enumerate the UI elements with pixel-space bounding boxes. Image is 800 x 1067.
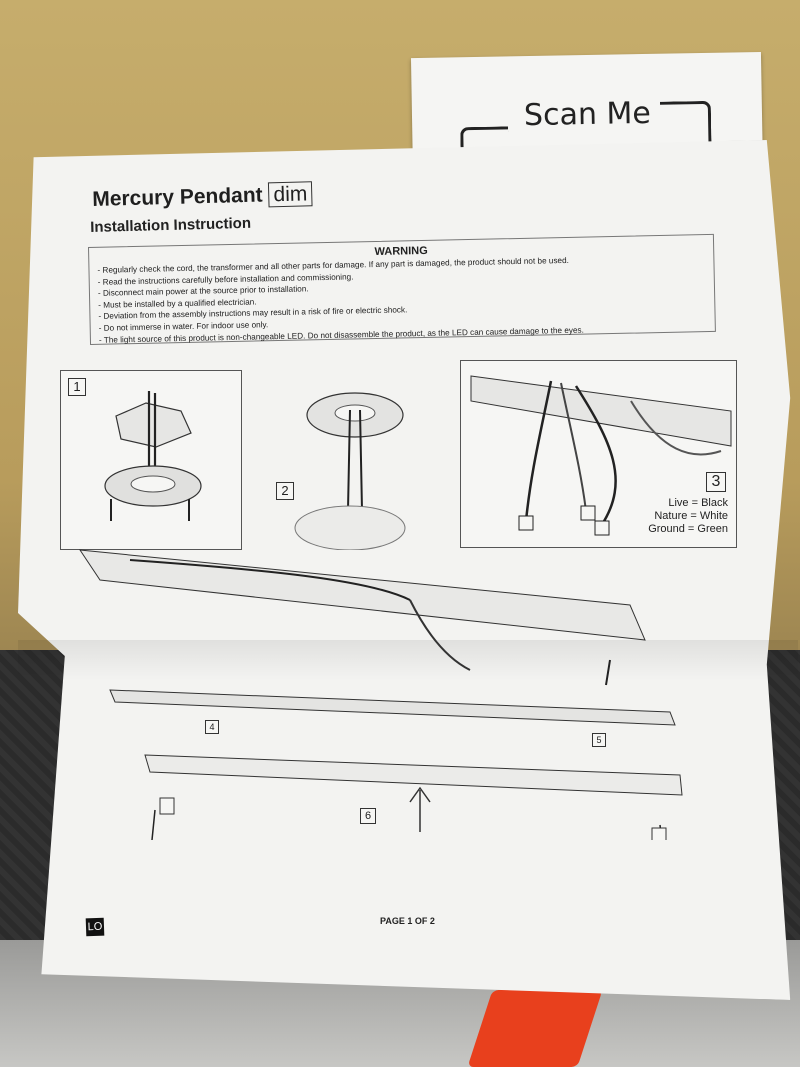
step-3-label: 3 [706, 472, 726, 492]
step-4-label: 4 [205, 720, 219, 734]
step-3-panel: Live = Black Nature = White Ground = Gre… [460, 360, 737, 548]
legend-ground: Ground = Green [648, 523, 728, 535]
step-2-canopy-illustration [294, 392, 406, 550]
step-6-label: 6 [360, 808, 376, 824]
junction-box-illustration [104, 391, 202, 521]
step-1-panel [60, 370, 242, 550]
step-1-label: 1 [68, 378, 86, 396]
step-2-label: 2 [276, 482, 294, 500]
legend-live: Live = Black [668, 497, 728, 509]
warning-box: WARNING - Regularly check the cord, the … [88, 233, 716, 345]
wiring-detail-illustration [470, 375, 732, 536]
legend-nature: Nature = White [654, 510, 728, 522]
pendant-fixture-illustration [78, 549, 683, 840]
document-title-text: Mercury Pendant [92, 183, 263, 211]
scan-me-label: Scan Me [523, 95, 652, 134]
document-title-suffix: dim [268, 181, 313, 208]
brand-logo: LO [85, 917, 105, 937]
sheet-fold-shadow [18, 640, 798, 680]
page-number: PAGE 1 OF 2 [380, 916, 435, 926]
scan-bracket-right [659, 100, 712, 145]
step-5-label: 5 [592, 733, 606, 747]
